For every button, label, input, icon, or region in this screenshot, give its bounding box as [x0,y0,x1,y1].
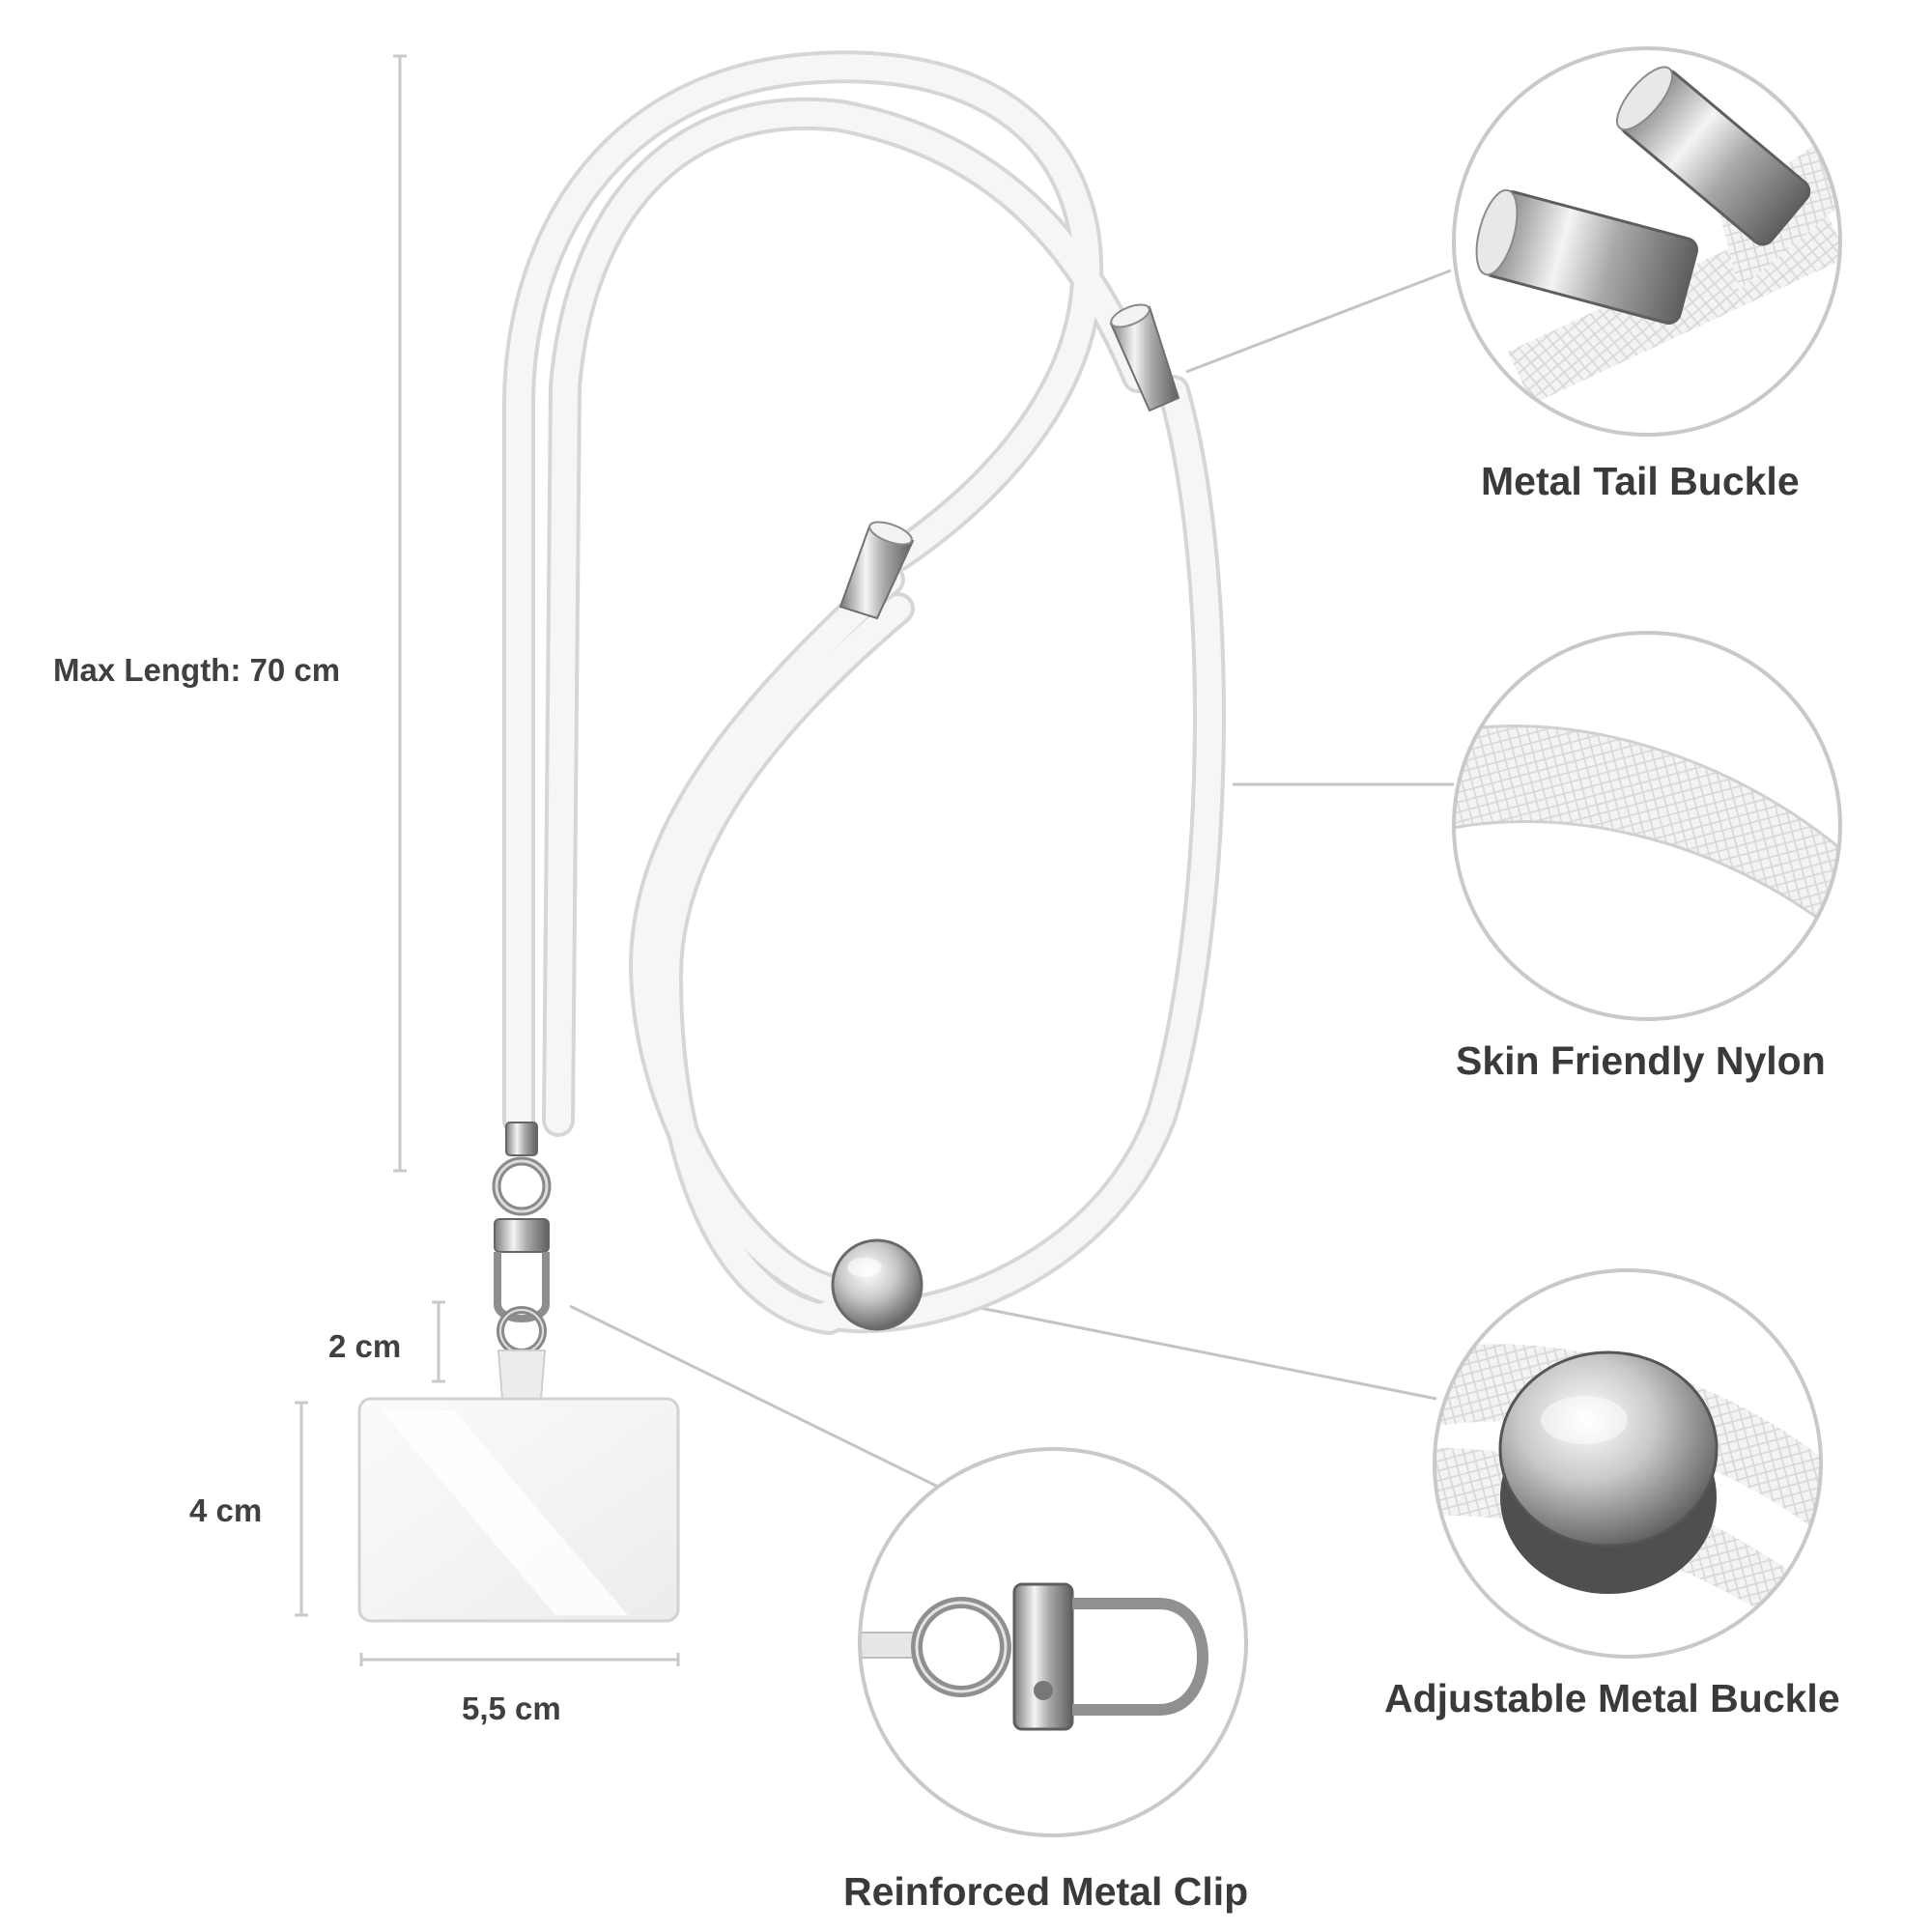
feature-label-nylon: Skin Friendly Nylon [1456,1038,1826,1083]
tail-buckle-upper [1109,303,1180,412]
zoom-tail-buckle [1452,46,1842,437]
clip-height-label: 2 cm [328,1328,402,1364]
phone-patch [357,1397,680,1623]
max-length-label: Max Length: 70 cm [53,652,341,688]
feature-label-tail-buckle: Metal Tail Buckle [1481,459,1800,503]
patch-height-label: 4 cm [189,1492,263,1528]
zoom-nylon [1452,631,1842,1021]
zoom-adjustable-buckle [1433,1268,1823,1659]
patch-width-label: 5,5 cm [462,1690,561,1726]
adjustable-buckle [831,1238,923,1331]
zoom-metal-clip [858,1447,1248,1837]
clip-hardware [492,1122,552,1400]
feature-label-metal-clip: Reinforced Metal Clip [843,1869,1249,1914]
feature-label-adjustable-buckle: Adjustable Metal Buckle [1384,1676,1840,1720]
dimension-lines [295,54,680,1666]
lanyard-cord [502,50,1226,1335]
tail-buckle-lower [838,521,915,620]
callout-lines [569,269,1454,1490]
